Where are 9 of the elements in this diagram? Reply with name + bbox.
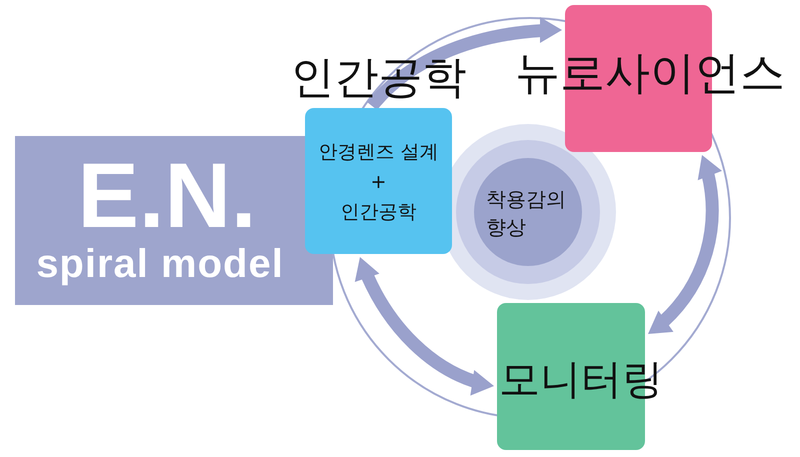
- circle-label: 착용감의 향상: [486, 186, 567, 241]
- band-subtitle: spiral model: [35, 244, 285, 284]
- cycle-arrow: [367, 18, 562, 110]
- box-heading: 인간공학: [290, 56, 468, 100]
- band-title: E.N.: [76, 150, 258, 242]
- box-text: 안경렌즈 설계: [317, 140, 440, 165]
- cycle-arrow: [354, 254, 496, 394]
- box-text: 인간공학: [340, 200, 418, 225]
- box-text: +: [370, 170, 388, 195]
